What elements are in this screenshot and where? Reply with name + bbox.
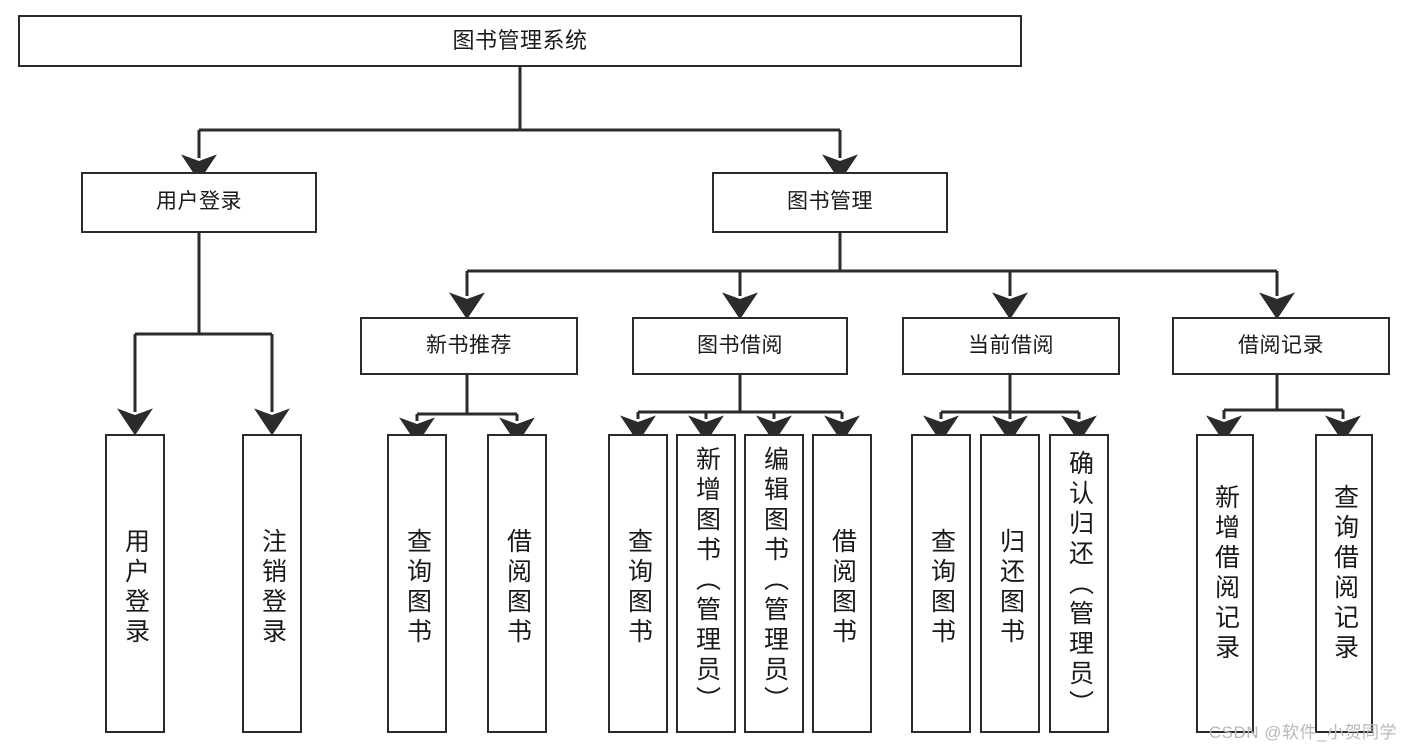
node-label: 归还图书 — [996, 528, 1025, 648]
leaf-newbook-borrow-book[interactable]: 借阅图书 — [487, 434, 547, 733]
node-borrow-record[interactable]: 借阅记录 — [1172, 317, 1390, 375]
leaf-current-return-book[interactable]: 归还图书 — [980, 434, 1040, 733]
leaf-record-query-record[interactable]: 查询借阅记录 — [1315, 434, 1373, 733]
leaf-record-add-record[interactable]: 新增借阅记录 — [1196, 434, 1254, 733]
node-label: 查询借阅记录 — [1330, 484, 1359, 664]
node-label: 借阅图书 — [828, 528, 857, 648]
leaf-borrow-edit-book-admin[interactable]: 编辑图书（管理员） — [744, 434, 804, 733]
node-label: 查询图书 — [403, 528, 432, 648]
node-label: 借阅图书 — [503, 528, 532, 648]
node-label: 用户登录 — [156, 190, 242, 214]
leaf-current-query-book[interactable]: 查询图书 — [911, 434, 971, 733]
leaf-user-logout[interactable]: 注销登录 — [242, 434, 302, 733]
node-label: 图书管理系统 — [452, 28, 588, 54]
node-label: 确认归还（管理员） — [1065, 450, 1094, 720]
node-current-borrow[interactable]: 当前借阅 — [902, 317, 1120, 375]
node-new-book-recommend[interactable]: 新书推荐 — [360, 317, 578, 375]
node-book-borrow[interactable]: 图书借阅 — [632, 317, 848, 375]
node-label: 用户登录 — [121, 528, 150, 648]
node-label: 新增借阅记录 — [1211, 484, 1240, 664]
node-label: 当前借阅 — [968, 333, 1054, 357]
node-book-management[interactable]: 图书管理 — [712, 172, 948, 233]
node-label: 图书管理 — [787, 190, 873, 214]
node-label: 新书推荐 — [426, 333, 512, 357]
node-label: 借阅记录 — [1238, 333, 1324, 357]
node-label: 注销登录 — [258, 528, 287, 648]
node-root-system[interactable]: 图书管理系统 — [18, 15, 1022, 67]
node-label: 查询图书 — [927, 528, 956, 648]
leaf-borrow-borrow-book[interactable]: 借阅图书 — [812, 434, 872, 733]
node-label: 新增图书（管理员） — [692, 446, 721, 716]
leaf-borrow-add-book-admin[interactable]: 新增图书（管理员） — [676, 434, 736, 733]
leaf-current-confirm-return-admin[interactable]: 确认归还（管理员） — [1049, 434, 1109, 733]
node-label: 查询图书 — [624, 528, 653, 648]
leaf-user-login[interactable]: 用户登录 — [105, 434, 165, 733]
leaf-borrow-query-book[interactable]: 查询图书 — [608, 434, 668, 733]
node-label: 编辑图书（管理员） — [760, 446, 789, 716]
leaf-newbook-query-book[interactable]: 查询图书 — [387, 434, 447, 733]
node-label: 图书借阅 — [697, 333, 783, 357]
node-user-login[interactable]: 用户登录 — [81, 172, 317, 233]
csdn-watermark: CSDN @软件_小贺同学 — [1208, 723, 1397, 742]
